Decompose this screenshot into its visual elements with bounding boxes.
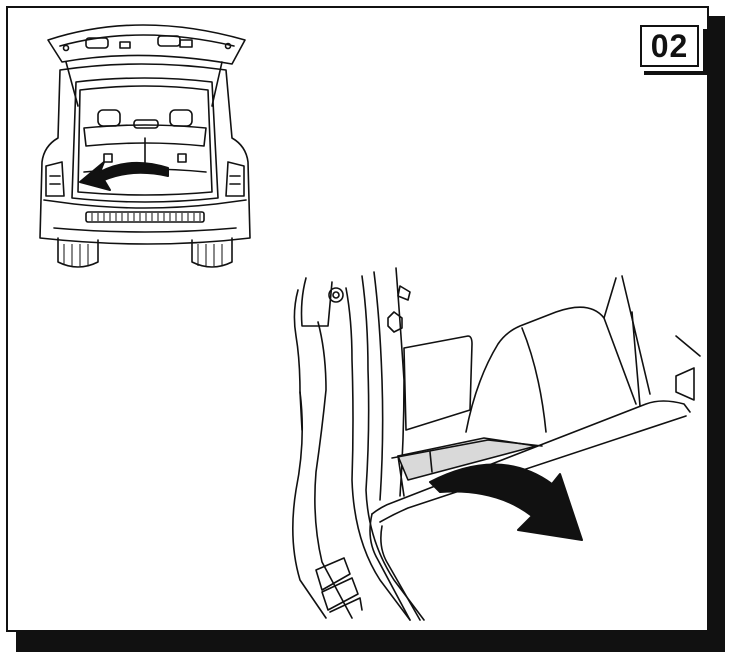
step-badge: 02 bbox=[640, 25, 703, 71]
vehicle-rear-view bbox=[39, 24, 251, 268]
cargo-area-detail bbox=[292, 267, 701, 621]
step-number-box: 02 bbox=[640, 25, 699, 67]
step-number: 02 bbox=[650, 28, 689, 64]
curved-arrow-left-icon bbox=[79, 161, 169, 191]
curved-arrow-right-icon bbox=[429, 463, 583, 541]
